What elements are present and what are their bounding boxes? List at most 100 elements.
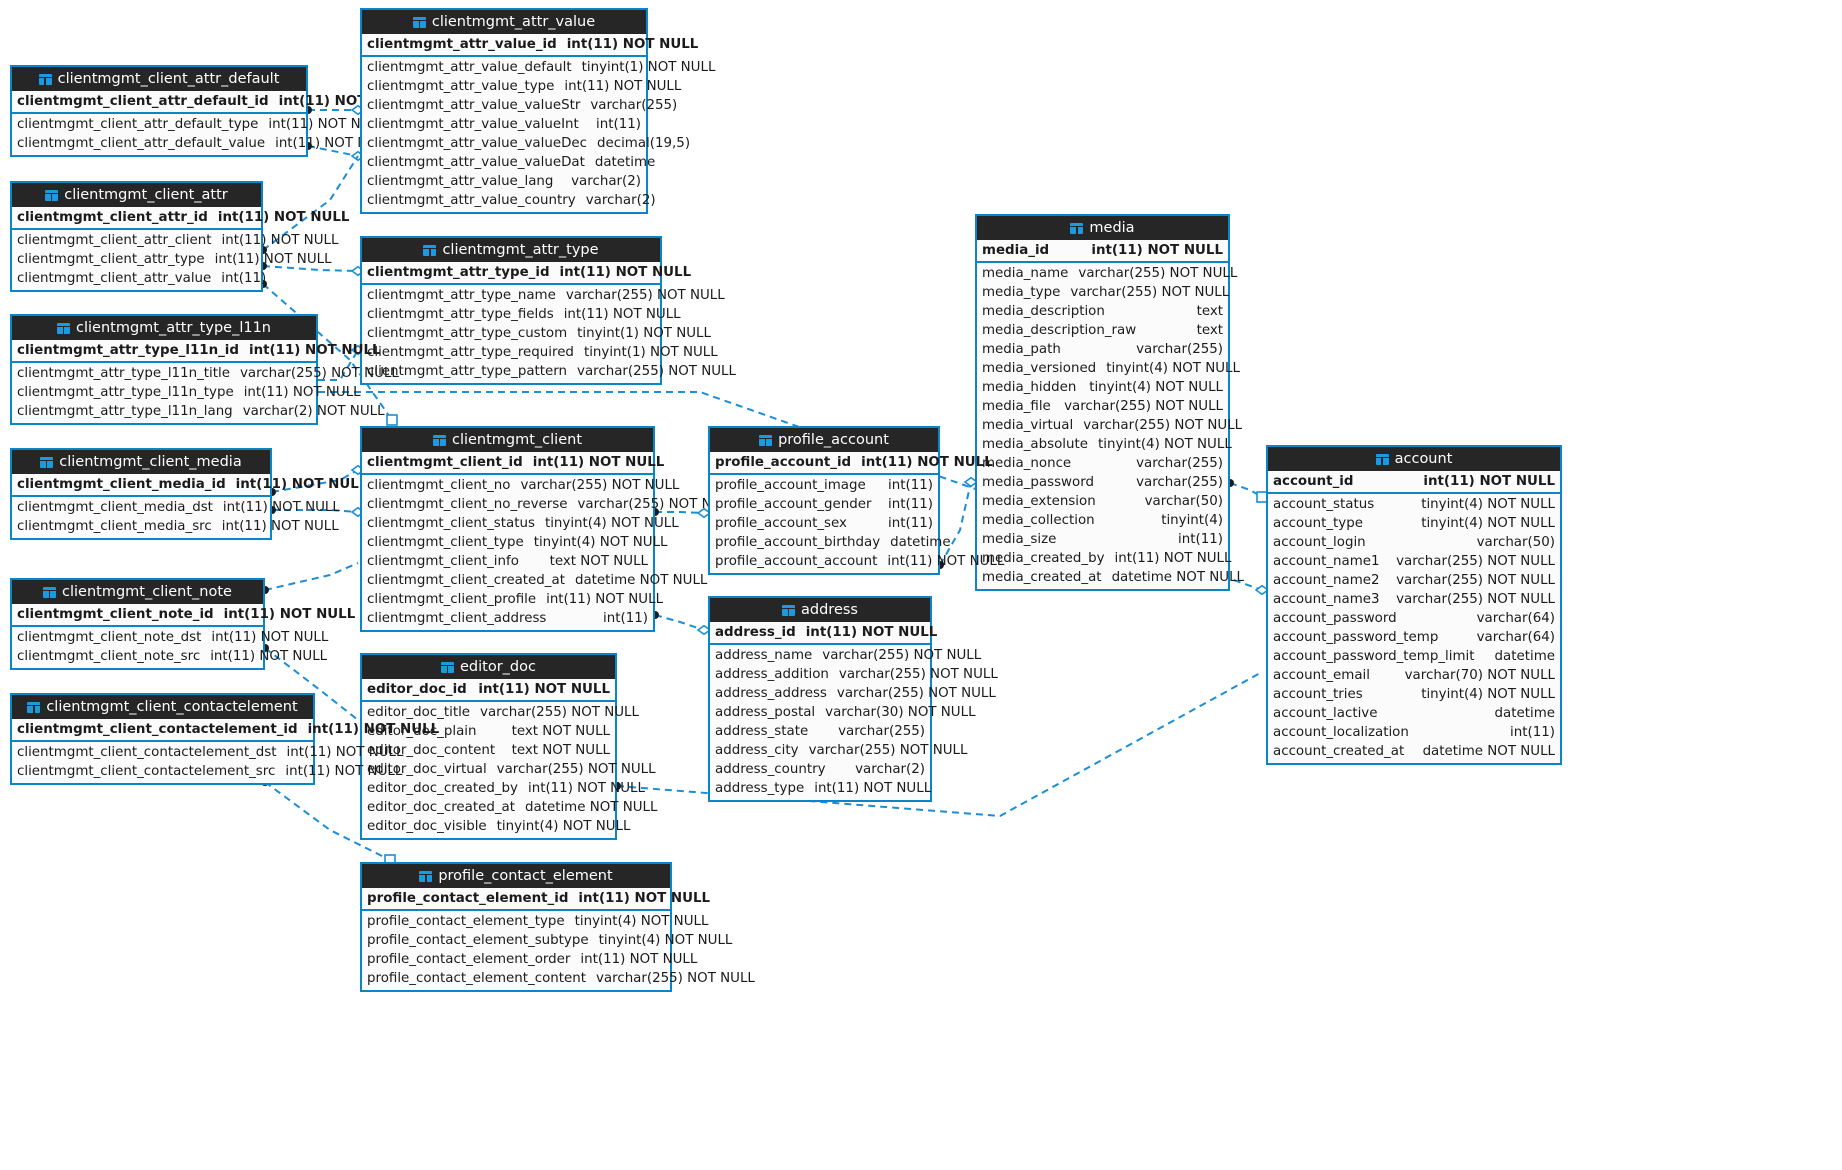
column-row[interactable]: editor_doc_virtualvarchar(255) NOT NULL	[362, 760, 656, 779]
column-row[interactable]: clientmgmt_client_note_dstint(11) NOT NU…	[12, 628, 328, 647]
column-row[interactable]: profile_account_sexint(11)	[710, 514, 938, 533]
column-row[interactable]: clientmgmt_client_statustinyint(4) NOT N…	[362, 514, 679, 533]
column-row[interactable]: address_postalvarchar(30) NOT NULL	[710, 703, 976, 722]
column-row[interactable]: clientmgmt_client_contactelement_dstint(…	[12, 743, 403, 762]
column-row[interactable]: media_virtualvarchar(255) NOT NULL	[977, 416, 1242, 435]
column-row[interactable]: media_descriptiontext	[977, 302, 1228, 321]
column-row[interactable]: profile_contact_element_orderint(11) NOT…	[362, 950, 697, 969]
column-row[interactable]: editor_doc_created_atdatetime NOT NULL	[362, 798, 657, 817]
column-row[interactable]: editor_doc_plaintext NOT NULL	[362, 722, 615, 741]
primary-key-row[interactable]: clientmgmt_client_media_idint(11) NOT NU…	[12, 474, 367, 495]
column-row[interactable]: account_lactivedatetime	[1268, 704, 1560, 723]
primary-key-row[interactable]: account_idint(11) NOT NULL	[1268, 471, 1560, 492]
primary-key-row[interactable]: media_idint(11) NOT NULL	[977, 240, 1228, 261]
column-row[interactable]: clientmgmt_client_attr_default_typeint(1…	[12, 115, 385, 134]
column-row[interactable]: clientmgmt_attr_type_l11n_titlevarchar(2…	[12, 364, 399, 383]
column-row[interactable]: address_countryvarchar(2)	[710, 760, 930, 779]
erd-table-address[interactable]: addressaddress_idint(11) NOT NULLaddress…	[708, 596, 998, 802]
column-row[interactable]: clientmgmt_attr_value_defaulttinyint(1) …	[362, 58, 715, 77]
column-row[interactable]: media_hiddentinyint(4) NOT NULL	[977, 378, 1228, 397]
primary-key-row[interactable]: editor_doc_idint(11) NOT NULL	[362, 679, 615, 700]
column-row[interactable]: clientmgmt_client_note_srcint(11) NOT NU…	[12, 647, 327, 666]
column-row[interactable]: editor_doc_created_byint(11) NOT NULL	[362, 779, 645, 798]
erd-table-clientmgmt_client_note[interactable]: clientmgmt_client_noteclientmgmt_client_…	[10, 578, 355, 670]
column-row[interactable]: profile_account_imageint(11)	[710, 476, 938, 495]
column-row[interactable]: address_addressvarchar(255) NOT NULL	[710, 684, 996, 703]
primary-key-row[interactable]: profile_contact_element_idint(11) NOT NU…	[362, 888, 710, 909]
column-row[interactable]: profile_account_accountint(11) NOT NULL	[710, 552, 1004, 571]
primary-key-row[interactable]: clientmgmt_attr_type_l11n_idint(11) NOT …	[12, 340, 381, 361]
column-row[interactable]: media_created_atdatetime NOT NULL	[977, 568, 1244, 587]
column-row[interactable]: media_created_byint(11) NOT NULL	[977, 549, 1231, 568]
column-row[interactable]: media_collectiontinyint(4)	[977, 511, 1228, 530]
column-row[interactable]: media_passwordvarchar(255)	[977, 473, 1228, 492]
column-row[interactable]: account_password_temp_limitdatetime	[1268, 647, 1560, 666]
column-row[interactable]: clientmgmt_client_contactelement_srcint(…	[12, 762, 402, 781]
column-row[interactable]: clientmgmt_attr_value_valueIntint(11)	[362, 115, 646, 134]
column-row[interactable]: clientmgmt_attr_type_l11n_langvarchar(2)…	[12, 402, 385, 421]
erd-table-clientmgmt_client_attr[interactable]: clientmgmt_client_attrclientmgmt_client_…	[10, 181, 349, 292]
column-row[interactable]: clientmgmt_client_created_atdatetime NOT…	[362, 571, 707, 590]
column-row[interactable]: media_filevarchar(255) NOT NULL	[977, 397, 1228, 416]
column-row[interactable]: profile_contact_element_typetinyint(4) N…	[362, 912, 708, 931]
column-row[interactable]: account_localizationint(11)	[1268, 723, 1560, 742]
column-row[interactable]: profile_contact_element_contentvarchar(2…	[362, 969, 755, 988]
erd-table-clientmgmt_attr_value[interactable]: clientmgmt_attr_valueclientmgmt_attr_val…	[360, 8, 715, 214]
column-row[interactable]: clientmgmt_client_attr_default_valueint(…	[12, 134, 392, 153]
column-row[interactable]: editor_doc_visibletinyint(4) NOT NULL	[362, 817, 630, 836]
column-row[interactable]: clientmgmt_client_attr_valueint(11)	[12, 269, 266, 288]
column-row[interactable]: clientmgmt_attr_value_valueStrvarchar(25…	[362, 96, 677, 115]
column-row[interactable]: account_triestinyint(4) NOT NULL	[1268, 685, 1560, 704]
column-row[interactable]: media_extensionvarchar(50)	[977, 492, 1228, 511]
column-row[interactable]: account_password_tempvarchar(64)	[1268, 628, 1560, 647]
erd-table-clientmgmt_client_attr_default[interactable]: clientmgmt_client_attr_defaultclientmgmt…	[10, 65, 410, 157]
erd-table-media[interactable]: mediamedia_idint(11) NOT NULLmedia_namev…	[975, 214, 1244, 591]
erd-table-clientmgmt_attr_type[interactable]: clientmgmt_attr_typeclientmgmt_attr_type…	[360, 236, 736, 385]
column-row[interactable]: clientmgmt_attr_type_patternvarchar(255)…	[362, 362, 736, 381]
column-row[interactable]: media_versionedtinyint(4) NOT NULL	[977, 359, 1240, 378]
column-row[interactable]: media_noncevarchar(255)	[977, 454, 1228, 473]
column-row[interactable]: clientmgmt_attr_value_valueDecdecimal(19…	[362, 134, 690, 153]
column-row[interactable]: editor_doc_contenttext NOT NULL	[362, 741, 615, 760]
column-row[interactable]: editor_doc_titlevarchar(255) NOT NULL	[362, 703, 639, 722]
primary-key-row[interactable]: clientmgmt_client_attr_default_idint(11)…	[12, 91, 410, 112]
column-row[interactable]: clientmgmt_client_infotext NOT NULL	[362, 552, 653, 571]
column-row[interactable]: clientmgmt_client_addressint(11)	[362, 609, 653, 628]
column-row[interactable]: account_passwordvarchar(64)	[1268, 609, 1560, 628]
column-row[interactable]: profile_contact_element_subtypetinyint(4…	[362, 931, 732, 950]
primary-key-row[interactable]: profile_account_idint(11) NOT NULL	[710, 452, 993, 473]
erd-table-account[interactable]: accountaccount_idint(11) NOT NULLaccount…	[1266, 445, 1562, 765]
primary-key-row[interactable]: clientmgmt_client_contactelement_idint(1…	[12, 719, 439, 740]
column-row[interactable]: media_typevarchar(255) NOT NULL	[977, 283, 1229, 302]
column-row[interactable]: address_typeint(11) NOT NULL	[710, 779, 931, 798]
column-row[interactable]: account_created_atdatetime NOT NULL	[1268, 742, 1560, 761]
column-row[interactable]: account_statustinyint(4) NOT NULL	[1268, 495, 1560, 514]
column-row[interactable]: clientmgmt_client_no_reversevarchar(255)…	[362, 495, 736, 514]
column-row[interactable]: address_statevarchar(255)	[710, 722, 930, 741]
primary-key-row[interactable]: clientmgmt_client_note_idint(11) NOT NUL…	[12, 604, 355, 625]
column-row[interactable]: clientmgmt_attr_value_countryvarchar(2)	[362, 191, 656, 210]
column-row[interactable]: clientmgmt_attr_type_l11n_typeint(11) NO…	[12, 383, 361, 402]
primary-key-row[interactable]: clientmgmt_attr_value_idint(11) NOT NULL	[362, 34, 698, 55]
column-row[interactable]: account_name1varchar(255) NOT NULL	[1268, 552, 1560, 571]
column-row[interactable]: clientmgmt_attr_type_requiredtinyint(1) …	[362, 343, 718, 362]
column-row[interactable]: media_description_rawtext	[977, 321, 1228, 340]
column-row[interactable]: clientmgmt_client_attr_typeint(11) NOT N…	[12, 250, 332, 269]
column-row[interactable]: clientmgmt_client_attr_clientint(11) NOT…	[12, 231, 338, 250]
column-row[interactable]: address_additionvarchar(255) NOT NULL	[710, 665, 998, 684]
column-row[interactable]: account_typetinyint(4) NOT NULL	[1268, 514, 1560, 533]
column-row[interactable]: media_sizeint(11)	[977, 530, 1228, 549]
column-row[interactable]: address_namevarchar(255) NOT NULL	[710, 646, 981, 665]
column-row[interactable]: profile_account_birthdaydatetime	[710, 533, 951, 552]
column-row[interactable]: clientmgmt_client_media_dstint(11) NOT N…	[12, 498, 340, 517]
erd-table-clientmgmt_attr_type_l11n[interactable]: clientmgmt_attr_type_l11nclientmgmt_attr…	[10, 314, 399, 425]
column-row[interactable]: clientmgmt_client_typetinyint(4) NOT NUL…	[362, 533, 668, 552]
primary-key-row[interactable]: clientmgmt_client_attr_idint(11) NOT NUL…	[12, 207, 349, 228]
primary-key-row[interactable]: clientmgmt_attr_type_idint(11) NOT NULL	[362, 262, 691, 283]
erd-table-profile_account[interactable]: profile_accountprofile_account_idint(11)…	[708, 426, 1004, 575]
column-row[interactable]: clientmgmt_client_profileint(11) NOT NUL…	[362, 590, 663, 609]
column-row[interactable]: media_pathvarchar(255)	[977, 340, 1228, 359]
erd-table-editor_doc[interactable]: editor_doceditor_doc_idint(11) NOT NULLe…	[360, 653, 657, 840]
erd-table-clientmgmt_client_media[interactable]: clientmgmt_client_mediaclientmgmt_client…	[10, 448, 367, 540]
erd-table-clientmgmt_client[interactable]: clientmgmt_clientclientmgmt_client_idint…	[360, 426, 736, 632]
